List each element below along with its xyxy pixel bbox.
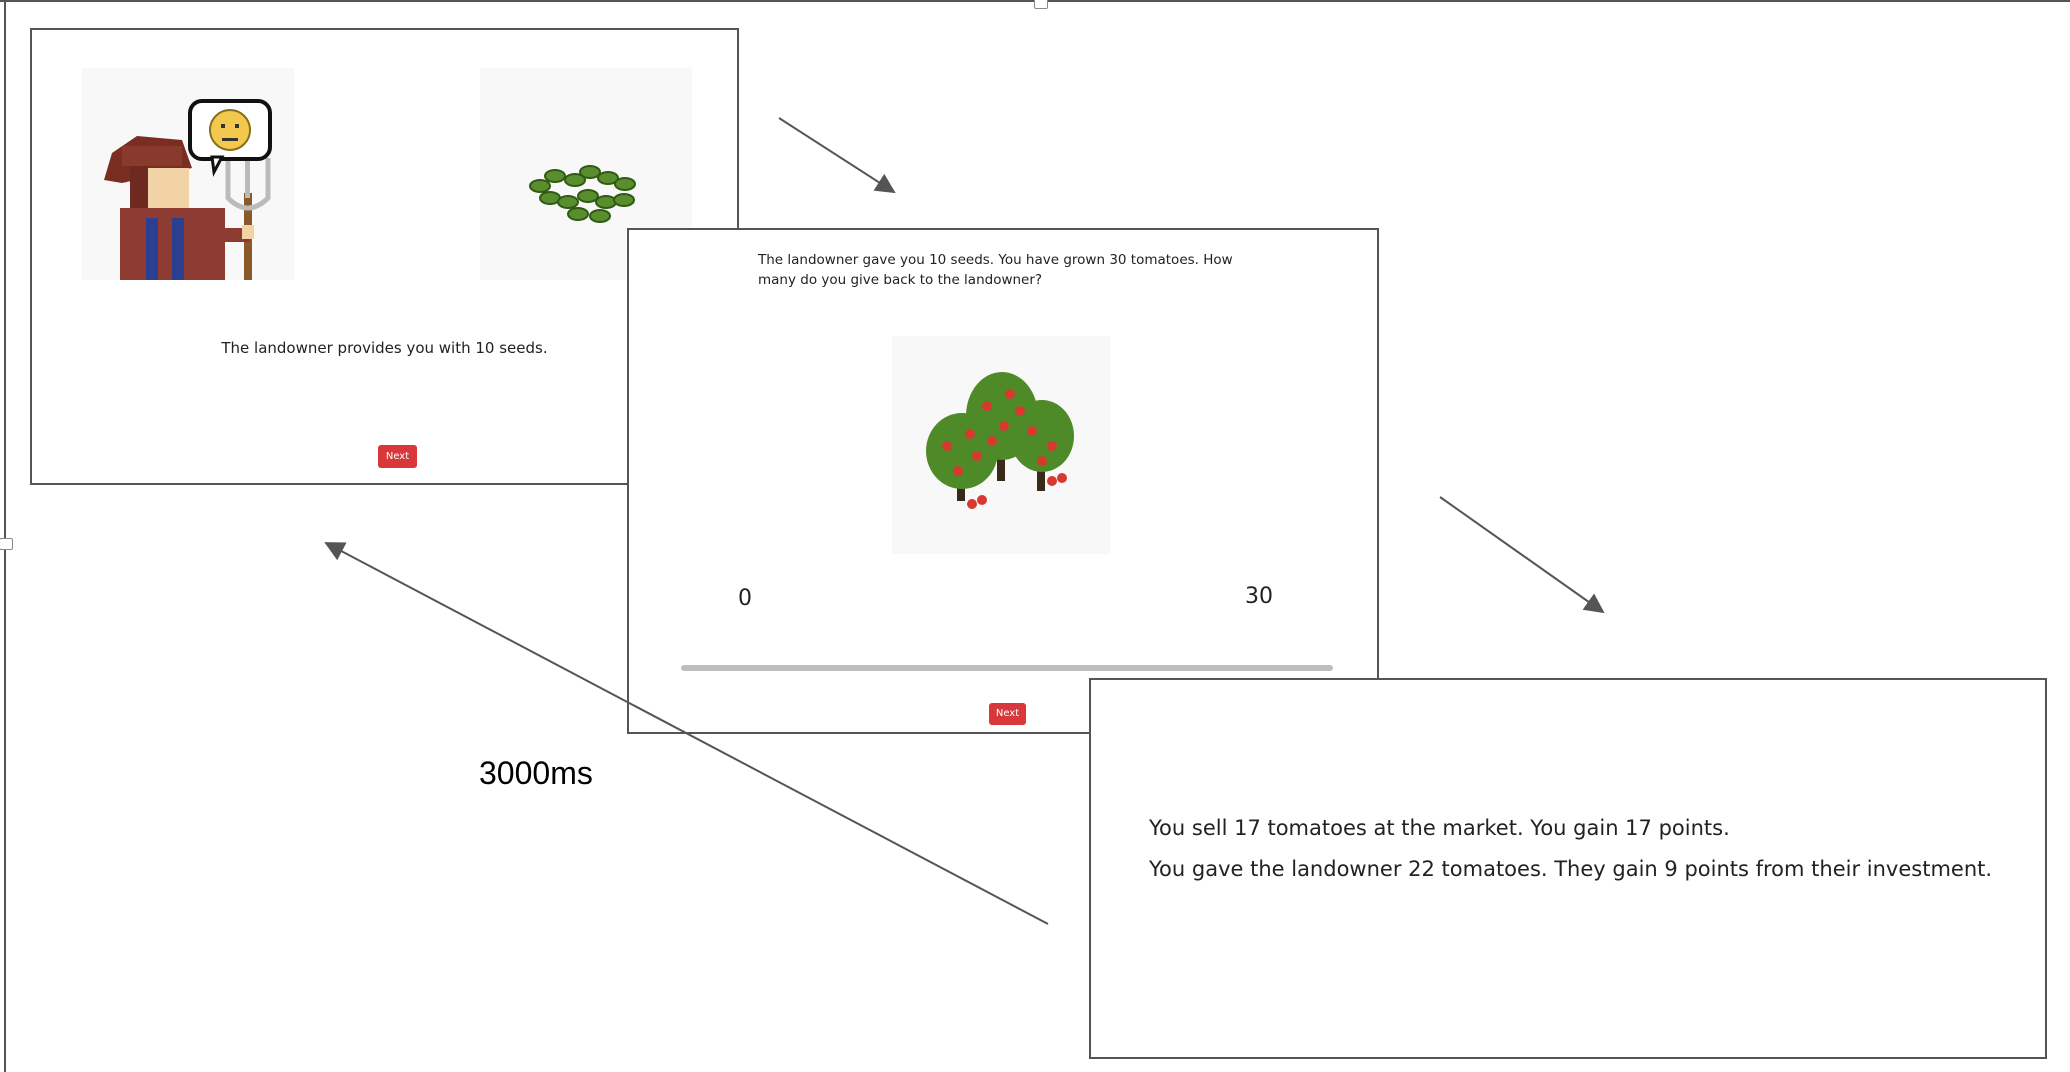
market-outcome-text: You sell 17 tomatoes at the market. You … — [1149, 816, 1730, 840]
next-button[interactable]: Next — [989, 703, 1026, 725]
seedlings-icon — [529, 165, 636, 223]
next-button[interactable]: Next — [378, 445, 417, 468]
farmer-image — [82, 68, 294, 280]
slider-min-label: 0 — [738, 586, 752, 611]
resize-handle-top[interactable] — [1034, 0, 1048, 9]
tomato-slider-track[interactable] — [681, 665, 1333, 671]
arrow-screen3-to-screen1 — [324, 542, 1049, 925]
landowner-outcome-text: You gave the landowner 22 tomatoes. They… — [1149, 857, 1993, 881]
resize-handle-left[interactable] — [0, 538, 13, 550]
tomato-plants-icon — [926, 372, 1074, 509]
arrow-screen1-to-screen2 — [778, 117, 896, 194]
screen-return-decision: The landowner gave you 10 seeds. You hav… — [627, 228, 1379, 734]
canvas-left-edge — [4, 0, 6, 1072]
slider-max-label: 30 — [1245, 584, 1273, 609]
tomato-plants-image — [892, 336, 1110, 554]
farmer-pixel-icon — [104, 99, 272, 280]
arrow-screen2-to-screen3 — [1439, 496, 1605, 614]
screen-outcome-feedback: You sell 17 tomatoes at the market. You … — [1089, 678, 2047, 1059]
seeds-provided-text: The landowner provides you with 10 seeds… — [221, 339, 548, 357]
screen-seeds-provided: The landowner provides you with 10 seeds… — [30, 28, 739, 485]
decision-question: The landowner gave you 10 seeds. You hav… — [758, 252, 1233, 288]
timing-label: 3000ms — [479, 755, 593, 791]
